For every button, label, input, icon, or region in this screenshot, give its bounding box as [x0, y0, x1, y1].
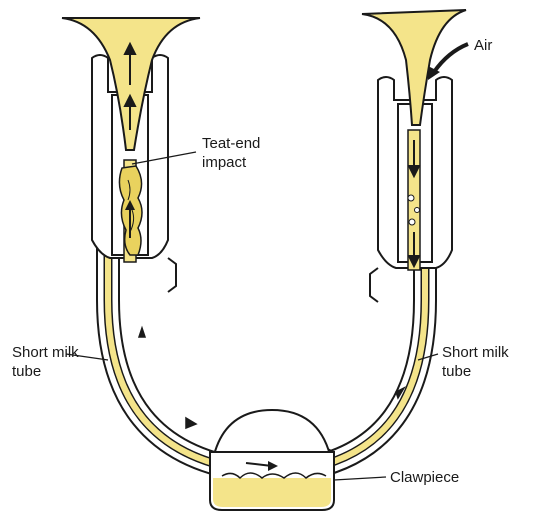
clawpiece-leader: [334, 477, 386, 480]
label-tube-left: tube: [12, 363, 41, 380]
label-impact: impact: [202, 154, 247, 171]
label-short-milk-left: Short milk: [12, 344, 79, 361]
label-clawpiece: Clawpiece: [390, 469, 459, 486]
clawpiece-milk: [213, 478, 331, 507]
label-tube-right: tube: [442, 363, 471, 380]
label-air: Air: [474, 37, 492, 54]
clawpiece-dome: [214, 410, 330, 455]
clawpiece: [210, 410, 334, 510]
right-pulse-stub: [370, 268, 378, 302]
label-teat-end: Teat-end: [202, 135, 260, 152]
label-short-milk-right: Short milk: [442, 344, 509, 361]
left-pulse-stub: [168, 258, 176, 292]
